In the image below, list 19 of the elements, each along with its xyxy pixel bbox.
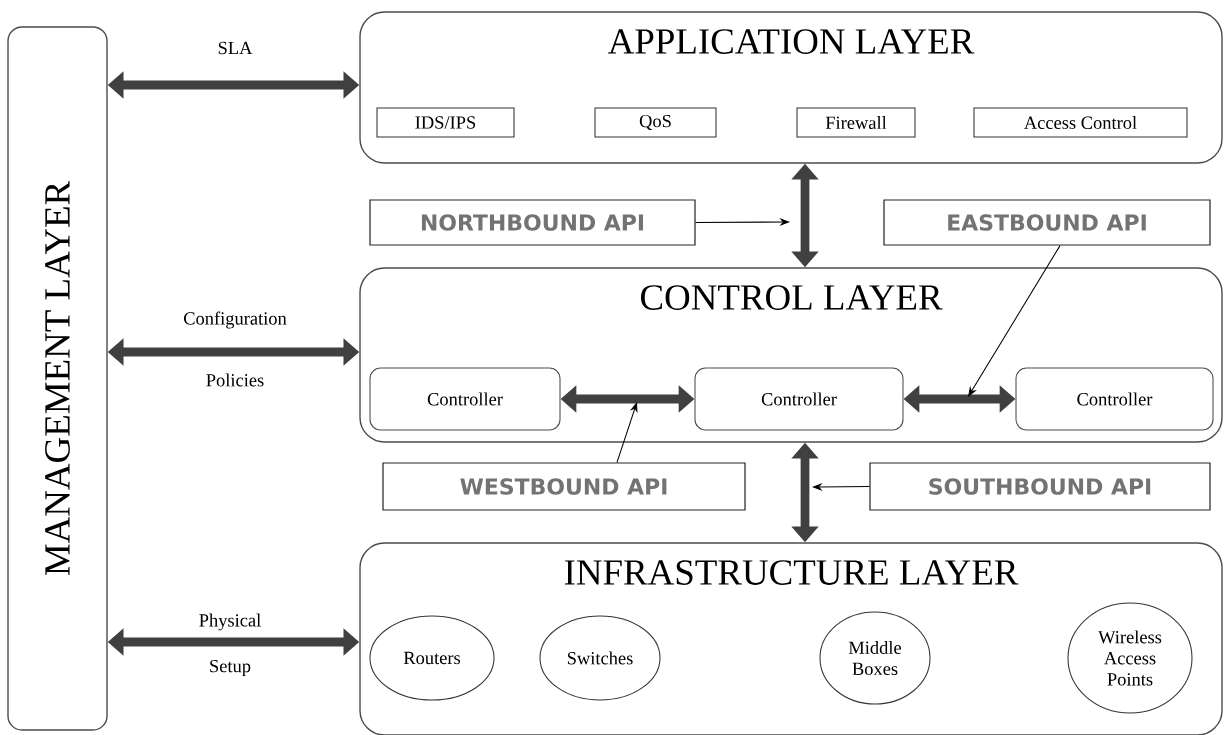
edge-label: SLA [215, 40, 255, 56]
module-box: Firewall [796, 107, 916, 138]
api-box: SOUTHBOUND API [869, 462, 1211, 511]
api-box: NORTHBOUND API [369, 199, 696, 246]
module-box: IDS/IPS [376, 107, 515, 138]
module-box: Access Control [973, 107, 1188, 138]
label-text: Policies [204, 371, 266, 389]
controller-box: Controller [1015, 367, 1214, 431]
edge-label: Configuration [181, 309, 289, 331]
edge-label: Physical [197, 611, 264, 633]
label-text: Setup [207, 658, 253, 678]
module-box: QoS [594, 107, 717, 138]
layer-panel: MANAGEMENT LAYER [7, 26, 108, 731]
api-box: WESTBOUND API [382, 462, 746, 511]
controller-box: Controller [694, 367, 904, 431]
leader-arrow [968, 245, 1061, 397]
controller-box: Controller [369, 367, 561, 431]
leader-arrow [616, 402, 638, 463]
api-box: EASTBOUND API [883, 199, 1211, 246]
